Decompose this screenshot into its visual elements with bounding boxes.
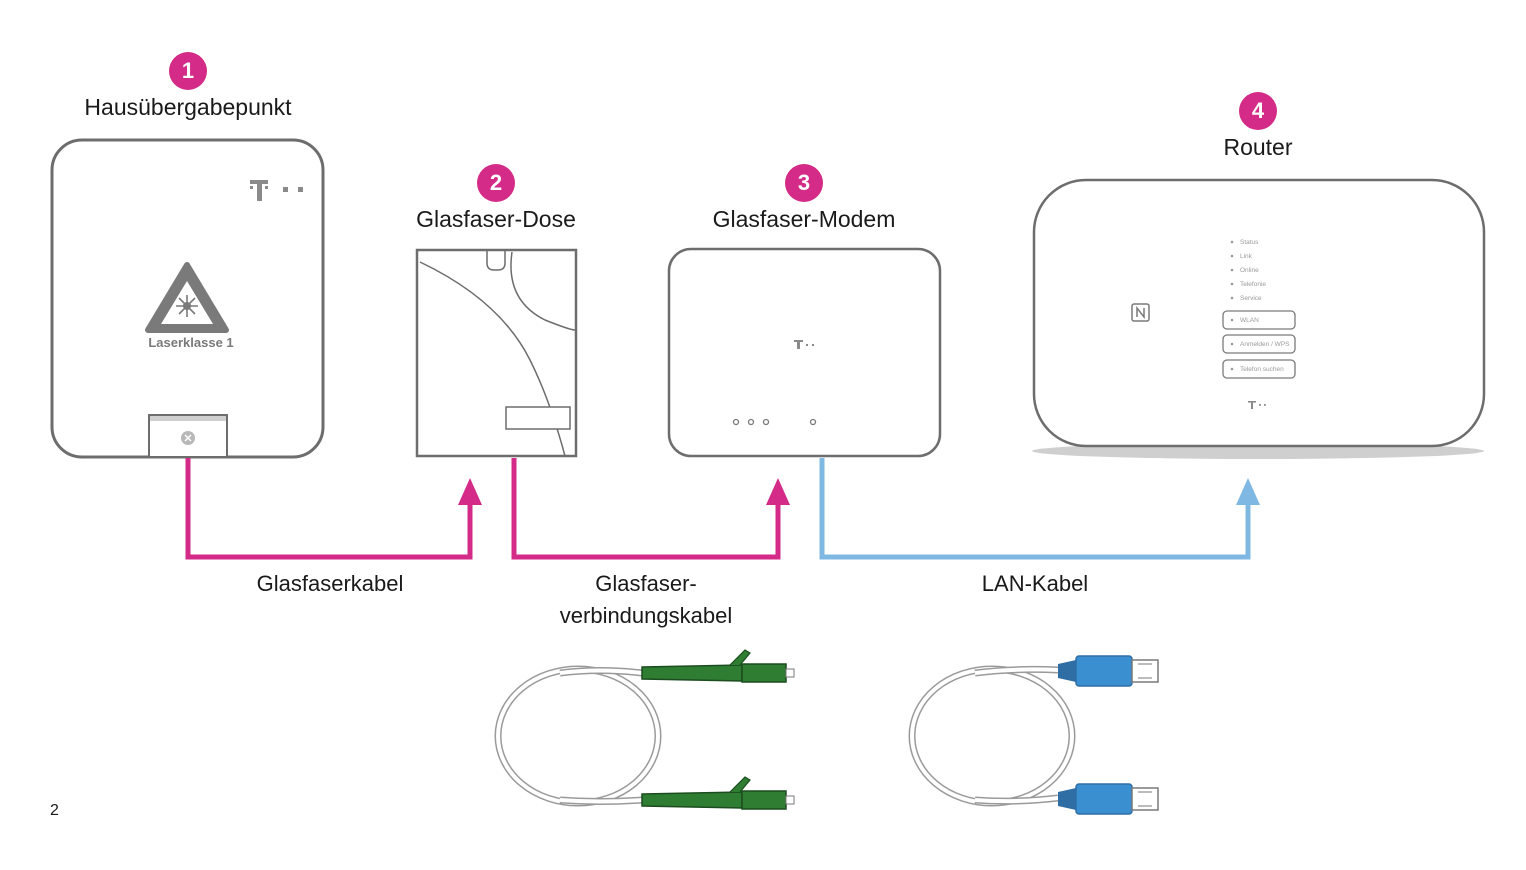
nfc-icon [1131, 303, 1150, 322]
lan-connector-top [1058, 655, 1159, 687]
arrow-up-icon [458, 478, 482, 505]
title-hausuebergabepunkt: Hausübergabepunkt [84, 94, 292, 120]
led-online: Online [1240, 267, 1259, 274]
page-number: 2 [50, 802, 59, 819]
led-status: Status [1240, 239, 1259, 246]
led-telefonie: Telefonie [1240, 281, 1266, 288]
router-button-telefon: Telefon suchen [1222, 359, 1296, 379]
title-glasfaser-modem: Glasfaser-Modem [712, 206, 896, 232]
arrow-up-icon [766, 478, 790, 505]
fiber-connector-bottom [641, 776, 795, 810]
device-hausuebergabepunkt: Laserklasse 1 [50, 138, 325, 459]
arrow-up-icon [1236, 478, 1260, 505]
fiber-patch-cable-illustration [494, 649, 795, 810]
laser-class-label: Laserklasse 1 [148, 335, 233, 350]
telekom-logo-icon [250, 180, 303, 201]
cable-glasfaserverbindungskabel [511, 458, 790, 560]
device-router: Status Link Online Telefonie Service WLA… [1032, 178, 1486, 459]
label-glasfaserverbindungskabel-line2: verbindungskabel [559, 603, 733, 628]
telekom-logo-icon [794, 340, 814, 349]
lan-cable-illustration [908, 655, 1159, 815]
label-glasfaserverbindungskabel-line1: Glasfaser- [595, 571, 697, 596]
label-glasfaserverbindungskabel: Glasfaser- verbindungskabel [560, 568, 732, 632]
step-badge-1: 1 [169, 52, 207, 90]
router-button-wlan-label: WLAN [1240, 317, 1259, 324]
router-button-wlan: WLAN [1222, 310, 1296, 330]
step-badge-2: 2 [477, 164, 515, 202]
modem-leds [732, 418, 817, 426]
router-led-list: Status Link Online Telefonie Service [1230, 239, 1266, 302]
device-glasfaser-dose [415, 248, 578, 458]
fiber-connector-top [641, 649, 795, 683]
device-glasfaser-modem [667, 247, 942, 458]
lan-connector-bottom [1058, 783, 1159, 815]
cable-lan [819, 458, 1260, 560]
cable-glasfaserkabel [185, 458, 482, 560]
label-glasfaserkabel: Glasfaserkabel [256, 571, 404, 596]
laser-warning-icon [145, 262, 229, 333]
led-service: Service [1240, 295, 1262, 302]
router-button-wps: Anmelden / WPS [1222, 334, 1296, 354]
title-glasfaser-dose: Glasfaser-Dose [416, 206, 576, 232]
title-router: Router [1223, 134, 1293, 160]
router-button-wps-label: Anmelden / WPS [1240, 341, 1290, 348]
led-link: Link [1240, 253, 1253, 260]
fiber-port [148, 414, 228, 458]
step-badge-4: 4 [1239, 92, 1277, 130]
router-button-telefon-label: Telefon suchen [1240, 366, 1284, 373]
step-badge-3: 3 [785, 164, 823, 202]
label-lan-kabel: LAN-Kabel [981, 571, 1089, 596]
telekom-logo-icon [1248, 401, 1266, 409]
